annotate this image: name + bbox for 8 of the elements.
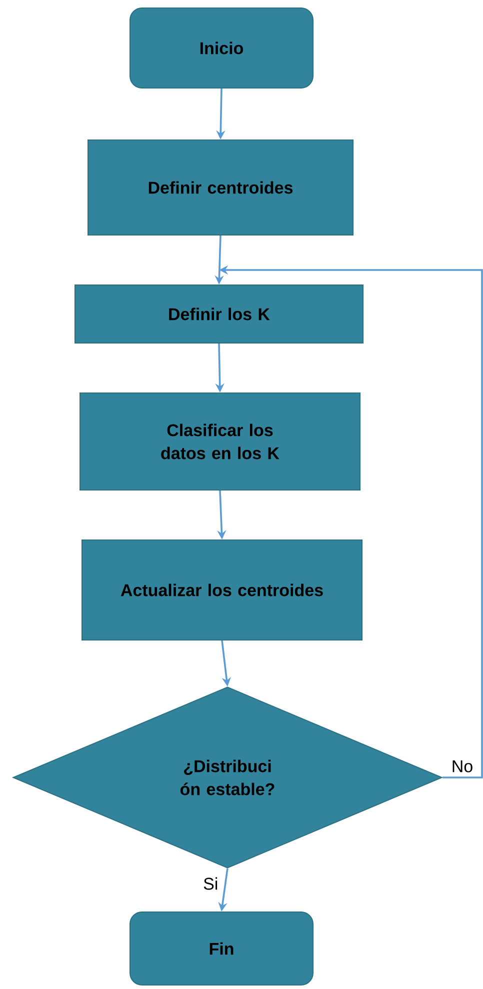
terminal-box: Fin (130, 912, 314, 986)
process-box: Definir los K (74, 284, 364, 344)
edge-label: Si (202, 876, 220, 891)
process-box: Clasificar los datos en los K (80, 392, 360, 490)
edge-label: No (450, 759, 474, 774)
process-box: Actualizar los centroides (82, 540, 362, 640)
terminal-box: Inicio (130, 8, 314, 88)
process-box: Definir centroides (88, 140, 354, 236)
